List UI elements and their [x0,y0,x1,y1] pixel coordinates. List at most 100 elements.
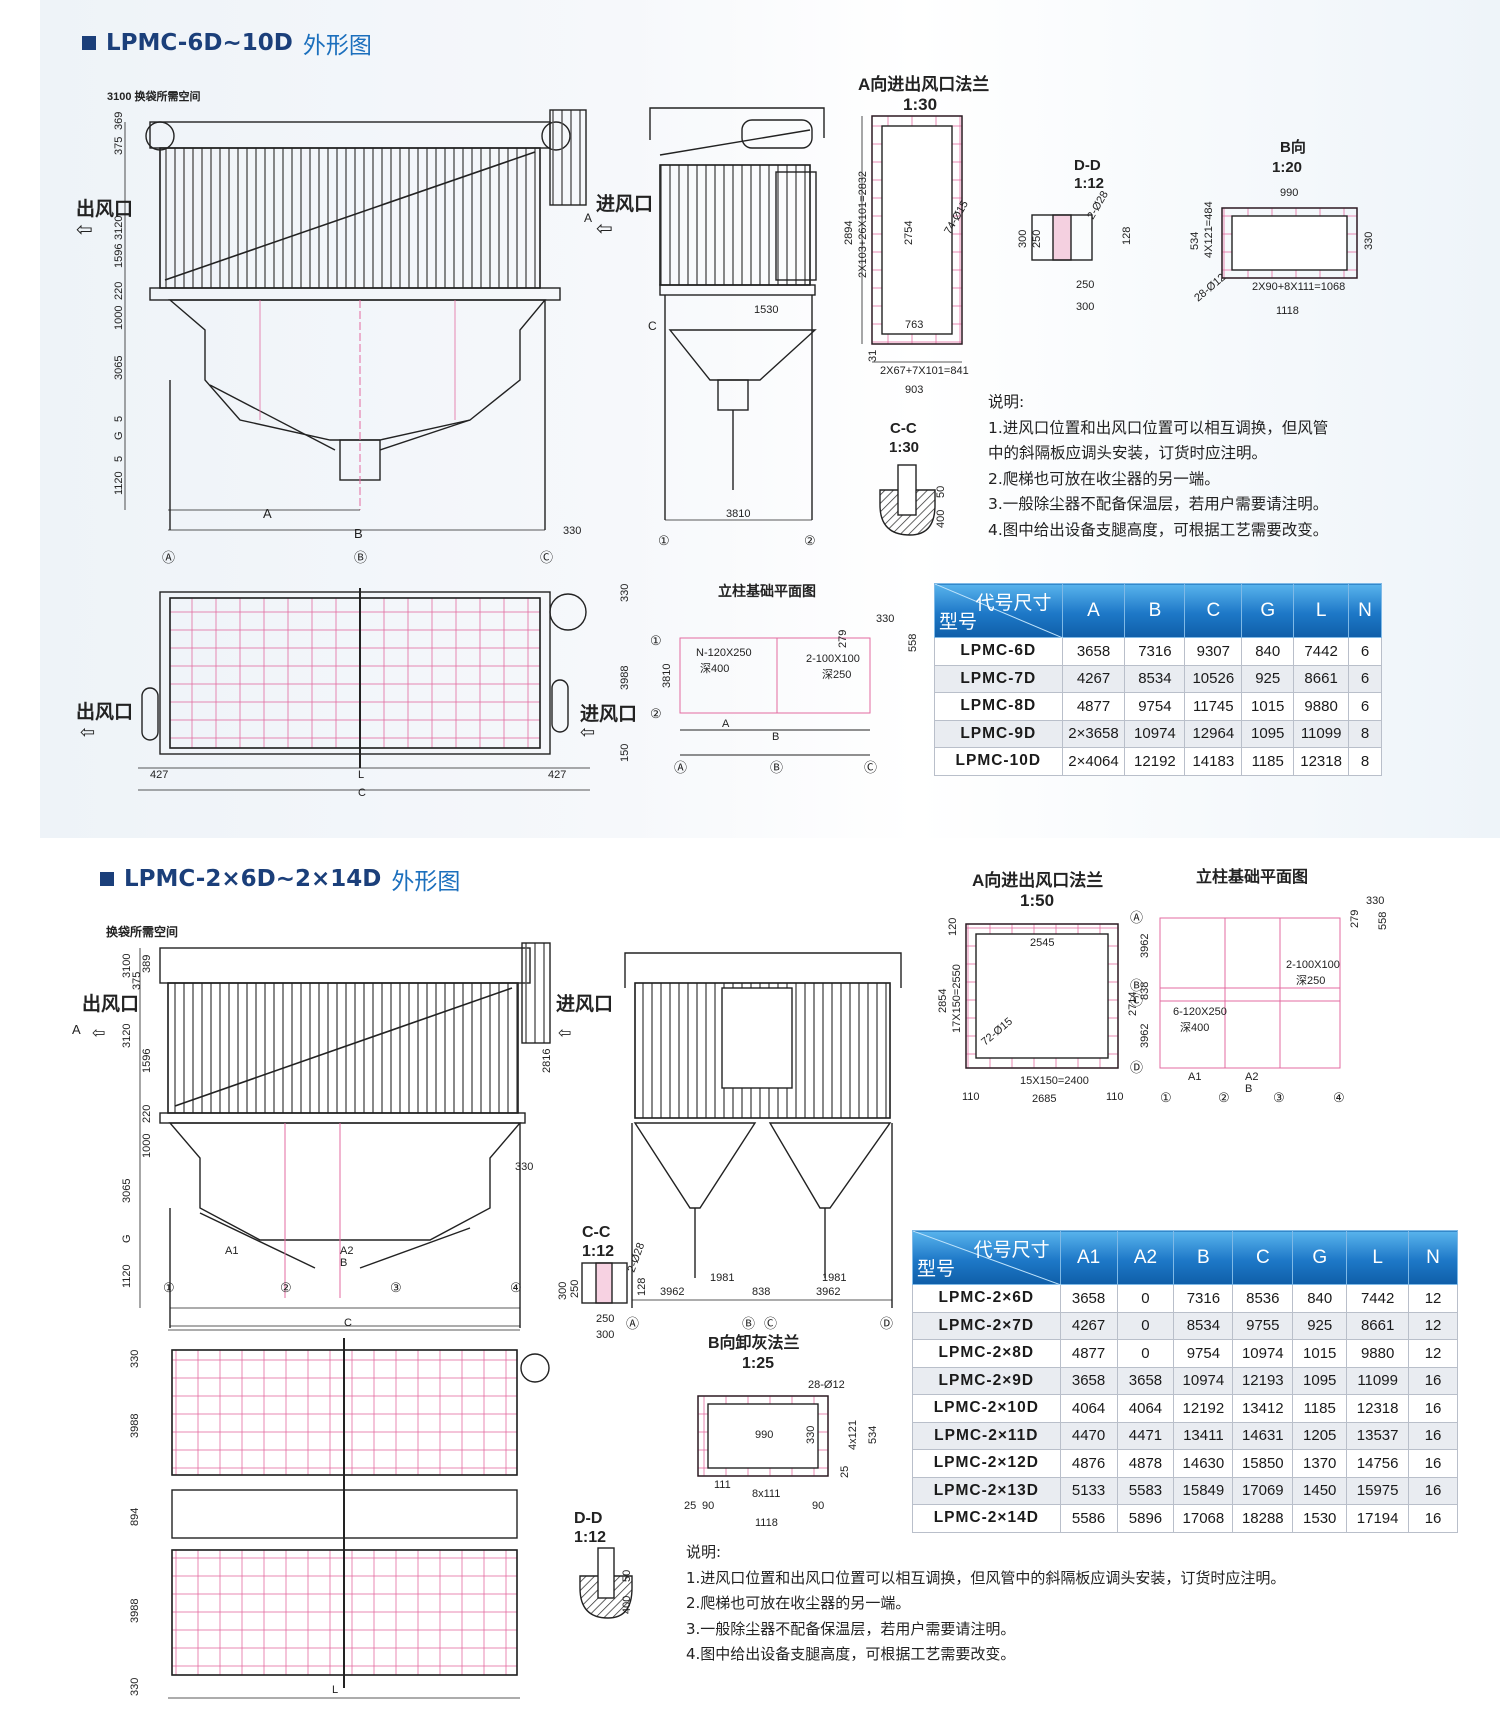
table-cell: LPMC-2×14D [912,1504,1061,1533]
fd-838: 838 [1139,982,1151,1000]
fd-558: 558 [1377,912,1389,930]
fd-axis-d: Ⓓ [1130,1060,1143,1075]
fd-3962a: 3962 [1139,934,1151,958]
table-cell: 17069 [1232,1476,1294,1505]
fd-axis-c: Ⓒ [1130,993,1143,1008]
table-row: LPMC-2×9D 3658 3658 10974 12193 1095 110… [912,1366,1458,1395]
table-header: B [1173,1230,1234,1285]
table-cell: 0 [1116,1284,1175,1313]
found-axis-2: ② [650,706,662,721]
a-flange-scale: 1:30 [903,95,937,114]
table-cell: 11745 [1184,692,1243,721]
table-cell: LPMC-8D [934,692,1063,721]
bf-330: 330 [805,1426,817,1444]
table-cell: 7442 [1293,637,1350,666]
plan-inlet-label: 进风口 [580,703,637,725]
table-cell: 5896 [1116,1504,1175,1533]
table-cell: 14183 [1184,747,1243,776]
note-4: 4.图中给出设备支腿高度，可根据工艺需要改变。 [988,520,1329,539]
axis-b: Ⓑ [354,550,367,565]
b-28: 28-Ø12 [1192,272,1228,305]
table-cell: 4876 [1059,1449,1118,1478]
fd-3962b: 3962 [1139,1024,1151,1048]
dim2-220: 220 [141,1105,153,1123]
dd2-50: 50 [621,1570,633,1582]
dim-763: 763 [905,319,923,331]
cc-scale: 1:30 [889,439,919,456]
table-cell: 3658 [1061,637,1126,666]
table-header: N [1408,1230,1458,1285]
dim-5a: 5 [113,416,125,422]
table-cell: 15975 [1346,1476,1410,1505]
svg-text:A: A [584,211,592,225]
table-cell: 12192 [1173,1394,1234,1423]
table-cell: 18288 [1232,1504,1294,1533]
note2-2: 2.爬梯也可放在收尘器的另一端。 [686,1594,911,1612]
table-cell: 9880 [1346,1339,1410,1368]
af-110a: 110 [962,1091,980,1103]
outlet-label-2: 出风口 [82,992,139,1015]
title-square-icon [82,36,96,50]
foundation-title: 立柱基础平面图 [718,583,816,599]
table-cell: LPMC-6D [934,637,1063,666]
side-elevation [649,107,825,521]
section2-table: 代号尺寸 型号 A1 A2 B C G L N LPMC-2×6D 3658 0… [912,1230,1458,1533]
table-cell: 10974 [1232,1339,1294,1368]
table-row: LPMC-7D 4267 8534 10526 925 8661 6 [934,664,1382,693]
table-cell: 1185 [1292,1394,1348,1423]
fd-axis-a: Ⓐ [1130,910,1143,925]
table-cell: LPMC-2×8D [912,1339,1061,1368]
dim2-3962a: 3962 [660,1286,684,1298]
dim-220: 220 [113,282,125,300]
bf-90a: 90 [702,1500,714,1512]
plan2-c: C [344,1317,352,1329]
dim-3065: 3065 [113,356,125,380]
b-990: 990 [1280,187,1298,199]
table-header: L [1346,1230,1410,1285]
af-2550: 17X150=2550 [951,964,963,1033]
dd-section [1031,214,1093,261]
table-row: LPMC-2×13D 5133 5583 15849 17069 1450 15… [912,1476,1458,1505]
cc-title: C-C [890,420,917,437]
table-cell: 14631 [1232,1421,1294,1450]
table-cell: 5133 [1059,1476,1118,1505]
table-cell: 11099 [1346,1366,1410,1395]
found-a: A [722,718,730,730]
dim-1000: 1000 [113,306,125,330]
table-cell: 1095 [1292,1366,1348,1395]
dim2-389: 389 [141,955,153,973]
table-cell: 8534 [1124,664,1186,693]
table-cell: LPMC-2×9D [912,1366,1061,1395]
table-header: A2 [1116,1230,1175,1285]
dd-300b: 300 [1076,301,1094,313]
dim-g: G [113,431,125,440]
corner-bottom: 型号 [917,1258,956,1280]
table-header: N [1348,583,1382,638]
section2-title: LPMC-2×6D~2×14D 外形图 [100,862,460,896]
table-cell: 15850 [1232,1449,1294,1478]
foundation-plan [679,637,871,756]
table-cell: 840 [1241,637,1295,666]
table-cell: 4267 [1059,1311,1118,1340]
table-cell: 8 [1348,719,1382,748]
table-cell: 4470 [1059,1421,1118,1450]
table-cell: 14756 [1346,1449,1410,1478]
dim2-1120: 1120 [121,1264,133,1288]
dim-5b: 5 [113,456,125,462]
axis2-3: ③ [390,1280,402,1295]
af-2854: 2854 [937,989,949,1013]
axis-a: Ⓐ [162,550,175,565]
fd-279: 279 [1349,910,1361,928]
table-cell: LPMC-2×12D [912,1449,1061,1478]
a-flange-title-2: A向进出风口法兰 [972,870,1103,890]
fd-6: 6-120X250 [1173,1006,1227,1018]
dim-3120: 3120 [113,216,125,240]
table-header-row: 代号尺寸 型号 A B C G L N [934,583,1382,638]
fd-axis-b: Ⓑ [1130,978,1143,993]
corner-top: 代号尺寸 [973,1239,1050,1261]
space-label-2: 换袋所需空间 [106,924,178,939]
section1-notes: 说明: 1.进风口位置和出风口位置可以相互调换，但风管 中的斜隔板应调头安装，订… [988,390,1328,543]
corner-top: 代号尺寸 [975,592,1052,614]
b-view [1221,207,1358,279]
a-flange-2 [965,923,1119,1069]
